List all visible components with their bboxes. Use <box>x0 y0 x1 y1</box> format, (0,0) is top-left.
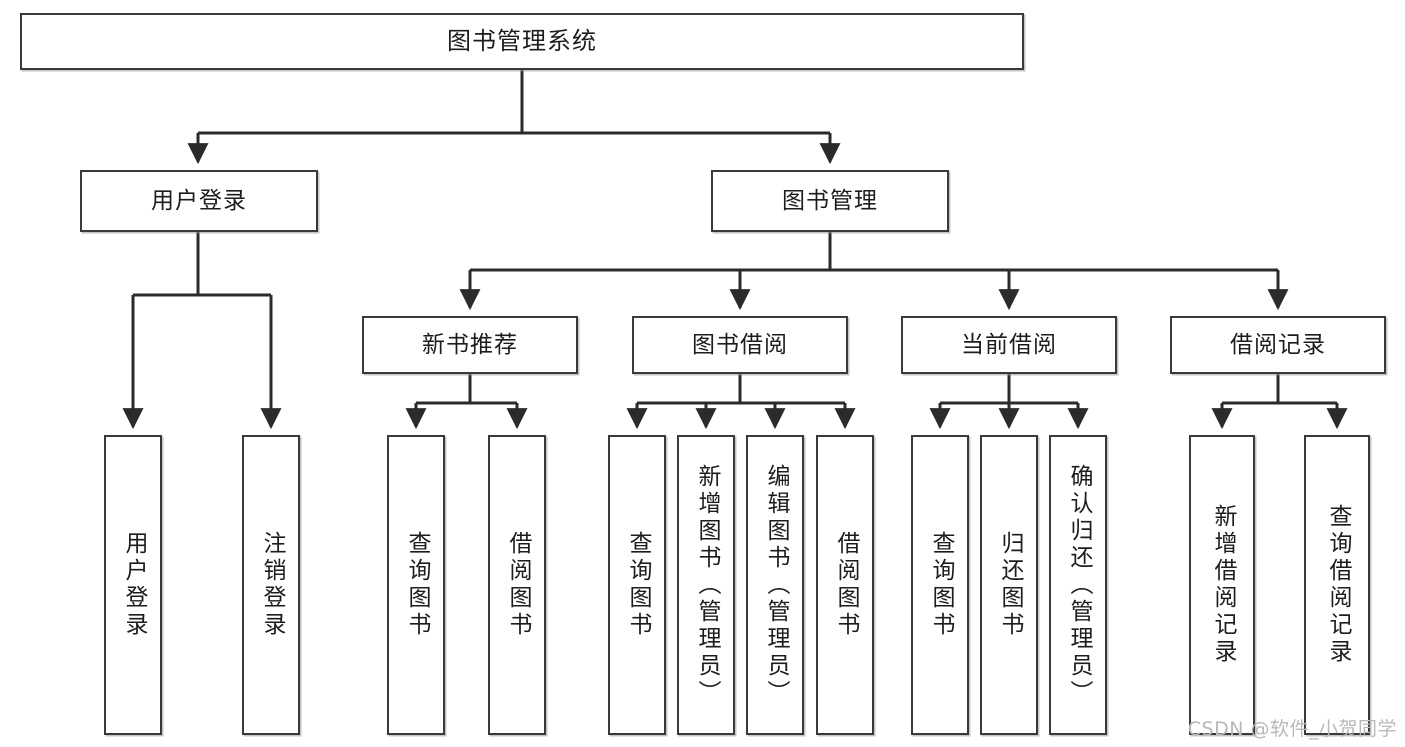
node-label: 编辑图书（管理员） <box>762 463 789 707</box>
node-label: 借阅图书 <box>832 531 859 639</box>
node-label: 归还图书 <box>996 531 1023 639</box>
node-label: 新增借阅记录 <box>1209 504 1236 666</box>
node-leaf-query-book-a[interactable]: 查询图书 <box>387 435 445 735</box>
node-label: 确认归还（管理员） <box>1065 463 1092 707</box>
node-leaf-query-book-c[interactable]: 查询图书 <box>911 435 969 735</box>
node-borrowing-records[interactable]: 借阅记录 <box>1170 316 1386 374</box>
node-leaf-edit-book[interactable]: 编辑图书（管理员） <box>746 435 804 735</box>
node-user-login[interactable]: 用户登录 <box>80 170 318 232</box>
csdn-watermark: CSDN @软件_小贺同学 <box>1187 718 1397 740</box>
node-leaf-query-borrow-record[interactable]: 查询借阅记录 <box>1304 435 1370 735</box>
node-label: 新增图书（管理员） <box>693 463 720 707</box>
node-leaf-user-login[interactable]: 用户登录 <box>104 435 162 735</box>
node-label: 图书管理 <box>782 187 878 214</box>
node-leaf-confirm-return[interactable]: 确认归还（管理员） <box>1049 435 1107 735</box>
node-label: 当前借阅 <box>961 331 1057 358</box>
node-label: 注销登录 <box>258 531 285 639</box>
node-leaf-query-book-b[interactable]: 查询图书 <box>608 435 666 735</box>
node-leaf-add-borrow-record[interactable]: 新增借阅记录 <box>1189 435 1255 735</box>
node-label: 图书借阅 <box>692 331 788 358</box>
node-new-book-recommendation[interactable]: 新书推荐 <box>362 316 578 374</box>
node-label: 用户登录 <box>151 187 247 214</box>
node-label: 用户登录 <box>120 531 147 639</box>
node-current-borrowing[interactable]: 当前借阅 <box>901 316 1117 374</box>
node-label: 借阅图书 <box>504 531 531 639</box>
node-label: 查询图书 <box>624 531 651 639</box>
node-label: 新书推荐 <box>422 331 518 358</box>
node-leaf-add-book[interactable]: 新增图书（管理员） <box>677 435 735 735</box>
node-label: 查询借阅记录 <box>1324 504 1351 666</box>
node-book-borrowing[interactable]: 图书借阅 <box>632 316 848 374</box>
node-label: 查询图书 <box>403 531 430 639</box>
node-book-management[interactable]: 图书管理 <box>711 170 949 232</box>
node-leaf-logout[interactable]: 注销登录 <box>242 435 300 735</box>
node-label: 图书管理系统 <box>447 26 597 55</box>
node-leaf-borrow-book-a[interactable]: 借阅图书 <box>488 435 546 735</box>
node-leaf-borrow-book-b[interactable]: 借阅图书 <box>816 435 874 735</box>
node-root-book-management-system[interactable]: 图书管理系统 <box>20 13 1024 70</box>
node-label: 借阅记录 <box>1230 331 1326 358</box>
node-label: 查询图书 <box>927 531 954 639</box>
node-leaf-return-book[interactable]: 归还图书 <box>980 435 1038 735</box>
